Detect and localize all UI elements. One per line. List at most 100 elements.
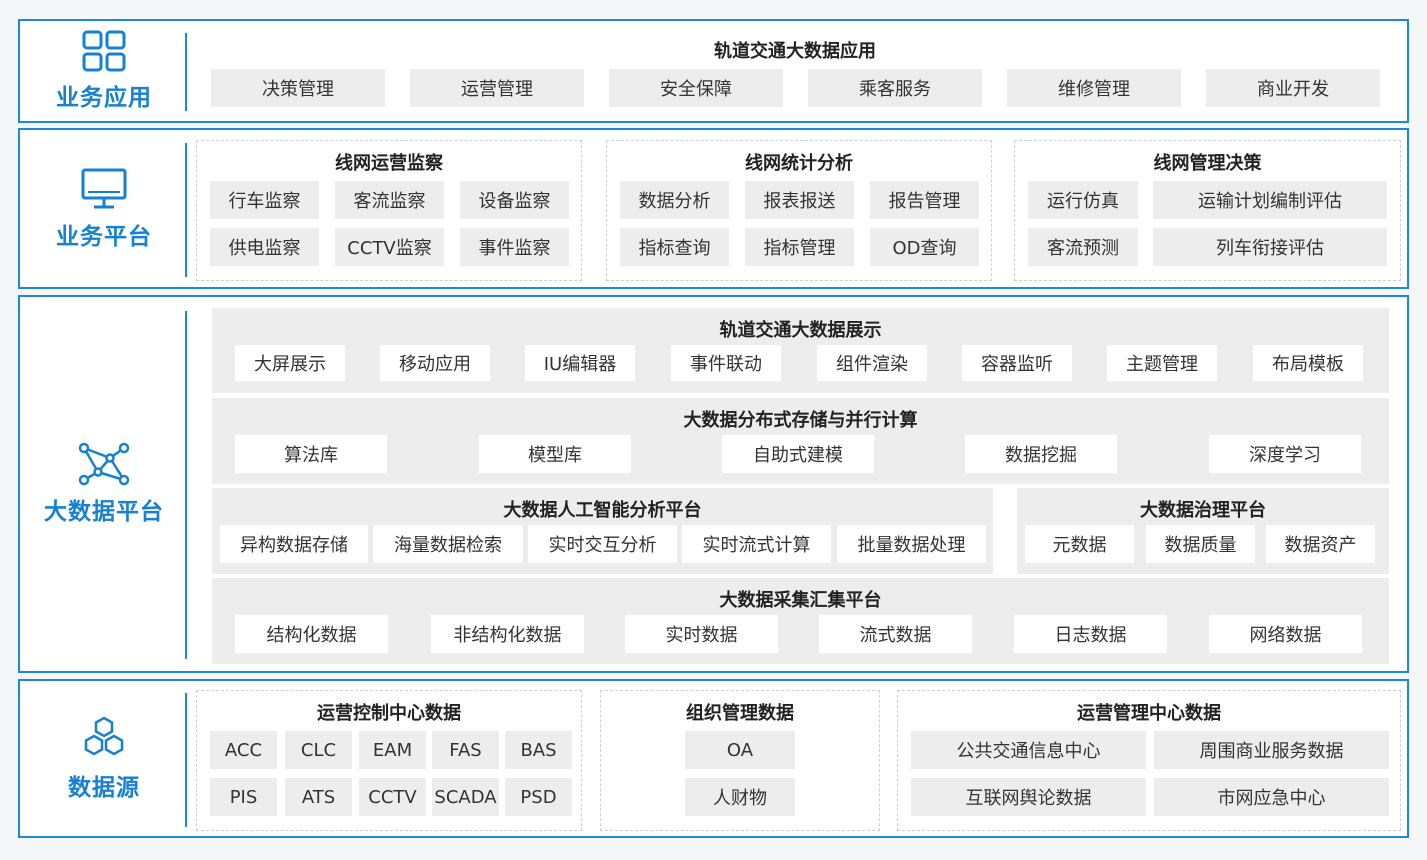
storage-item: 自助式建模	[722, 435, 874, 473]
source-item: 公共交通信息中心	[911, 731, 1146, 769]
display-item: 容器监听	[962, 345, 1072, 381]
collect-item: 流式数据	[819, 615, 972, 653]
panel-title: 大数据治理平台	[1140, 500, 1266, 521]
source-item: 周围商业服务数据	[1154, 731, 1389, 769]
source-item: PSD	[505, 778, 572, 816]
ai-item: 海量数据检索	[373, 525, 523, 563]
platform-group-statistics: 线网统计分析 数据分析 报表报送 报告管理 指标查询 指标管理 OD查询	[606, 140, 992, 281]
platform-item: CCTV监察	[335, 228, 444, 266]
layer-title: 业务平台	[56, 223, 152, 250]
ai-item: 实时交互分析	[528, 525, 677, 563]
monitor-icon	[80, 167, 128, 211]
source-item: 互联网舆论数据	[911, 778, 1146, 816]
platform-item: 设备监察	[460, 181, 569, 219]
grid-icon	[81, 30, 127, 72]
layer-label-platform: 业务平台	[20, 130, 188, 287]
collect-item: 网络数据	[1209, 615, 1362, 653]
display-item: 布局模板	[1253, 345, 1363, 381]
governance-item: 数据资产	[1266, 525, 1375, 563]
source-item: SCADA	[432, 778, 499, 816]
storage-item: 模型库	[479, 435, 631, 473]
group-title: 运营管理中心数据	[1077, 703, 1221, 724]
ai-item: 实时流式计算	[682, 525, 831, 563]
display-item: 主题管理	[1107, 345, 1217, 381]
source-item: 人财物	[685, 778, 795, 816]
group-title: 运营控制中心数据	[317, 703, 461, 724]
app-item: 安全保障	[609, 69, 783, 107]
divider	[185, 693, 187, 827]
layer-big-data-platform: 大数据平台 轨道交通大数据展示 大屏展示 移动应用 IU编辑器 事件联动 组件渲…	[18, 295, 1409, 673]
platform-item: 运输计划编制评估	[1153, 181, 1387, 219]
app-item: 运营管理	[410, 69, 584, 107]
panel-title: 大数据采集汇集平台	[719, 590, 882, 611]
divider	[185, 311, 187, 659]
layer-title: 数据源	[68, 774, 140, 801]
display-item: 事件联动	[671, 345, 781, 381]
platform-item: 事件监察	[460, 228, 569, 266]
display-item: IU编辑器	[525, 345, 635, 381]
source-group-org: 组织管理数据 OA 人财物	[600, 690, 880, 831]
panel-title: 轨道交通大数据展示	[719, 320, 882, 341]
collect-item: 实时数据	[625, 615, 778, 653]
app-item: 商业开发	[1206, 69, 1380, 107]
layer-title: 业务应用	[56, 85, 152, 111]
layer-data-source: 数据源 运营控制中心数据 ACC CLC EAM FAS BAS PIS ATS…	[18, 679, 1409, 838]
platform-item: 行车监察	[210, 181, 319, 219]
source-item: 市网应急中心	[1154, 778, 1389, 816]
group-title: 线网管理决策	[1153, 153, 1262, 174]
group-title: 线网统计分析	[745, 153, 853, 174]
layer-label-source: 数据源	[20, 681, 188, 836]
governance-item: 元数据	[1025, 525, 1134, 563]
collect-panel: 大数据采集汇集平台 结构化数据 非结构化数据 实时数据 流式数据 日志数据 网络…	[212, 578, 1389, 664]
layer-business-application: 业务应用 轨道交通大数据应用 决策管理 运营管理 安全保障 乘客服务 维修管理 …	[18, 19, 1409, 123]
platform-item: 供电监察	[210, 228, 319, 266]
platform-item: 客流监察	[335, 181, 444, 219]
platform-group-ops-monitor: 线网运营监察 行车监察 客流监察 设备监察 供电监察 CCTV监察 事件监察	[196, 140, 582, 281]
app-item: 维修管理	[1007, 69, 1181, 107]
collect-item: 日志数据	[1014, 615, 1167, 653]
display-item: 大屏展示	[235, 345, 345, 381]
platform-item: 指标查询	[620, 228, 729, 266]
source-item: BAS	[505, 731, 572, 769]
storage-item: 算法库	[235, 435, 387, 473]
source-item: EAM	[359, 731, 426, 769]
source-item: OA	[685, 731, 795, 769]
display-item: 移动应用	[380, 345, 490, 381]
display-panel: 轨道交通大数据展示 大屏展示 移动应用 IU编辑器 事件联动 组件渲染 容器监听…	[212, 308, 1389, 393]
platform-item: OD查询	[870, 228, 979, 266]
storage-item: 深度学习	[1209, 435, 1361, 473]
layer-business-platform: 业务平台 线网运营监察 行车监察 客流监察 设备监察 供电监察 CCTV监察 事…	[18, 128, 1409, 289]
platform-item: 报表报送	[745, 181, 854, 219]
app-item: 决策管理	[211, 69, 385, 107]
source-item: FAS	[432, 731, 499, 769]
storage-panel: 大数据分布式存储与并行计算 算法库 模型库 自助式建模 数据挖掘 深度学习	[212, 398, 1389, 484]
section-title: 轨道交通大数据应用	[714, 41, 876, 62]
collect-item: 结构化数据	[235, 615, 388, 653]
group-title: 组织管理数据	[686, 703, 794, 724]
platform-item: 列车衔接评估	[1153, 228, 1387, 266]
source-item: ATS	[285, 778, 352, 816]
platform-item: 运行仿真	[1028, 181, 1138, 219]
platform-item: 指标管理	[745, 228, 854, 266]
collect-item: 非结构化数据	[431, 615, 584, 653]
divider	[185, 33, 187, 111]
source-item: CCTV	[359, 778, 426, 816]
layer-label-app: 业务应用	[20, 21, 188, 121]
ai-panel: 大数据人工智能分析平台 异构数据存储 海量数据检索 实时交互分析 实时流式计算 …	[212, 488, 993, 574]
source-group-occ: 运营控制中心数据 ACC CLC EAM FAS BAS PIS ATS CCT…	[196, 690, 582, 831]
panel-title: 大数据人工智能分析平台	[503, 500, 702, 521]
platform-item: 报告管理	[870, 181, 979, 219]
ai-item: 批量数据处理	[837, 525, 986, 563]
display-item: 组件渲染	[817, 345, 927, 381]
hexagons-icon	[80, 716, 128, 762]
source-item: PIS	[210, 778, 277, 816]
storage-item: 数据挖掘	[965, 435, 1117, 473]
platform-item: 客流预测	[1028, 228, 1138, 266]
app-item: 乘客服务	[808, 69, 982, 107]
source-item: ACC	[210, 731, 277, 769]
platform-group-decision: 线网管理决策 运行仿真 运输计划编制评估 客流预测 列车衔接评估	[1014, 140, 1401, 281]
divider	[185, 143, 187, 277]
network-icon	[78, 442, 130, 486]
layer-title: 大数据平台	[44, 499, 164, 525]
governance-item: 数据质量	[1146, 525, 1255, 563]
